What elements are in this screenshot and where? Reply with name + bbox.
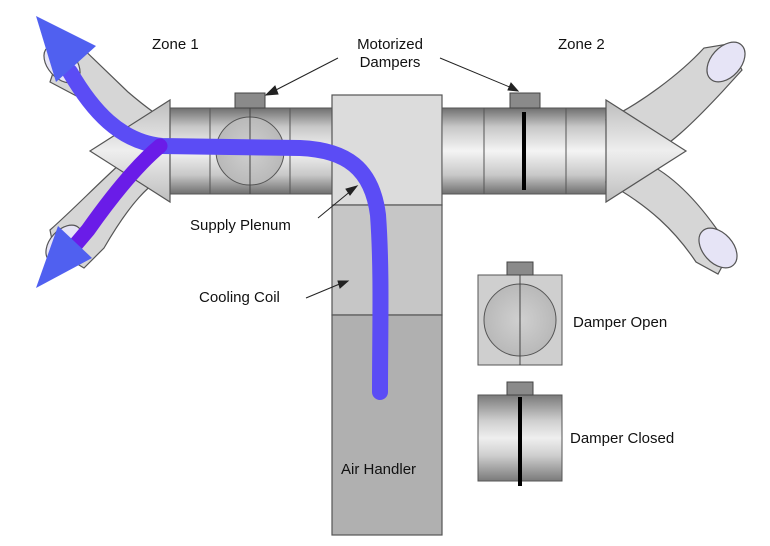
leader-cooling-coil <box>305 282 343 299</box>
legend-damper-closed <box>477 381 563 486</box>
air-handler-label: Air Handler <box>341 461 417 478</box>
supply-plenum-box <box>331 94 443 206</box>
legend-closed-actuator <box>506 381 534 396</box>
zone2-upper-duct-end <box>706 41 746 83</box>
airflow-branch-stream <box>58 138 168 264</box>
leader-lines <box>264 57 520 299</box>
damper-open-label: Damper Open <box>573 314 668 331</box>
zone2-label: Zone 2 <box>558 36 605 53</box>
zone1-label: Zone 1 <box>152 36 199 53</box>
leader-cooling-coil-head <box>337 280 350 289</box>
leader-motorized-left <box>271 57 339 93</box>
zone2-branch-ducts <box>604 41 746 275</box>
supply-plenum-label: Supply Plenum <box>190 217 291 234</box>
zone2-damper-actuator <box>509 92 541 109</box>
leader-supply-plenum-head <box>345 185 359 196</box>
motorized-dampers-label-line1: Motorized <box>357 36 423 53</box>
zone2-diffuser-cone <box>605 98 688 204</box>
zone2-duct-section-outer <box>565 107 607 195</box>
damper-closed-label: Damper Closed <box>570 430 675 447</box>
leader-motorized-left-head <box>264 85 279 96</box>
legend-damper-open <box>477 261 563 366</box>
motorized-dampers-label: Motorized Dampers <box>340 36 440 72</box>
airflow-lower-arrowhead <box>36 226 92 288</box>
airflow-main-stream <box>62 64 389 400</box>
airflow-upper-arrowhead <box>36 16 96 82</box>
airflow-path <box>36 16 389 400</box>
leader-motorized-right-head <box>507 82 520 92</box>
zone2-lower-duct-end <box>698 227 738 269</box>
zone2-duct-section-inner <box>441 107 485 195</box>
legend-open-actuator <box>506 261 534 276</box>
motorized-dampers-label-line2: Dampers <box>359 54 421 71</box>
zone2-duct-run <box>441 92 607 195</box>
cooling-coil-label: Cooling Coil <box>199 289 280 306</box>
leader-motorized-right <box>439 57 513 89</box>
zone1-damper-actuator <box>234 92 266 109</box>
leader-supply-plenum <box>317 189 353 219</box>
